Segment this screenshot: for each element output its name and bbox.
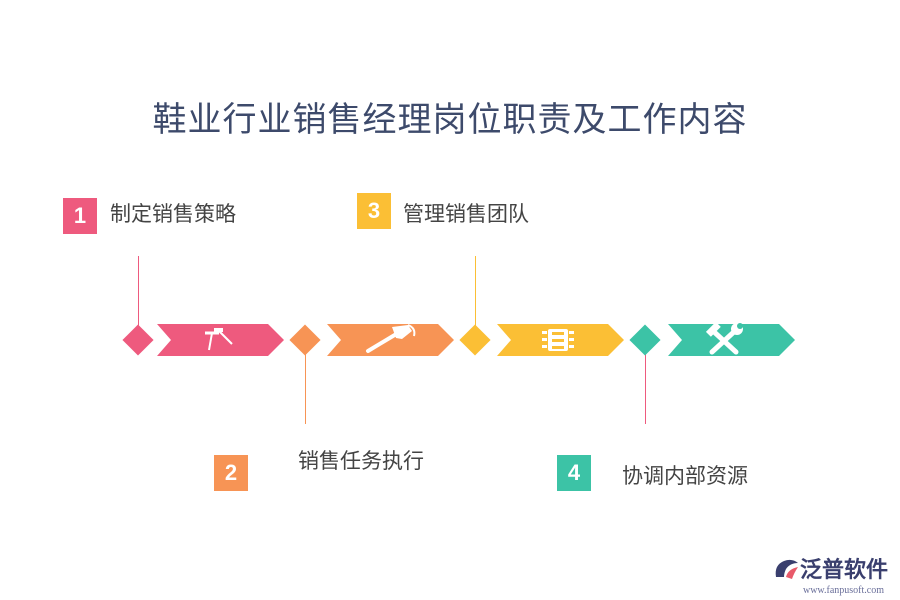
brand-logo: 泛普软件 [772, 552, 888, 584]
step-4-label: 协调内部资源 [622, 464, 748, 488]
step-4-arrow [668, 324, 795, 356]
step-2-arrow [327, 324, 454, 356]
step-1-label: 制定销售策略 [110, 202, 236, 226]
step-3-diamond [459, 324, 491, 356]
step-3-badge: 3 [357, 193, 391, 229]
logo-icon [775, 559, 798, 579]
step-3-connector [475, 256, 476, 326]
logo-url: www.fanpusoft.com [802, 585, 884, 596]
page-title: 鞋业行业销售经理岗位职责及工作内容 [152, 100, 748, 140]
hammer-icon [205, 328, 233, 351]
traffic-light-icon [542, 329, 574, 351]
step-4-badge: 4 [557, 455, 591, 491]
step-1-diamond [122, 324, 154, 356]
step-2-connector [305, 354, 306, 424]
step-4-diamond [629, 324, 661, 356]
step-2-diamond [289, 324, 321, 356]
step-1-arrow [157, 324, 284, 356]
step-1-badge: 1 [63, 198, 97, 234]
step-2-label: 销售任务执行 [298, 449, 424, 473]
claw-hammer-icon [366, 324, 416, 353]
step-4-connector [645, 354, 646, 424]
logo-name: 泛普软件 [799, 558, 888, 583]
step-3-label: 管理销售团队 [403, 202, 529, 226]
step-1-connector [138, 256, 139, 326]
crossed-tools-icon [705, 321, 743, 355]
step-2-badge: 2 [214, 455, 248, 491]
